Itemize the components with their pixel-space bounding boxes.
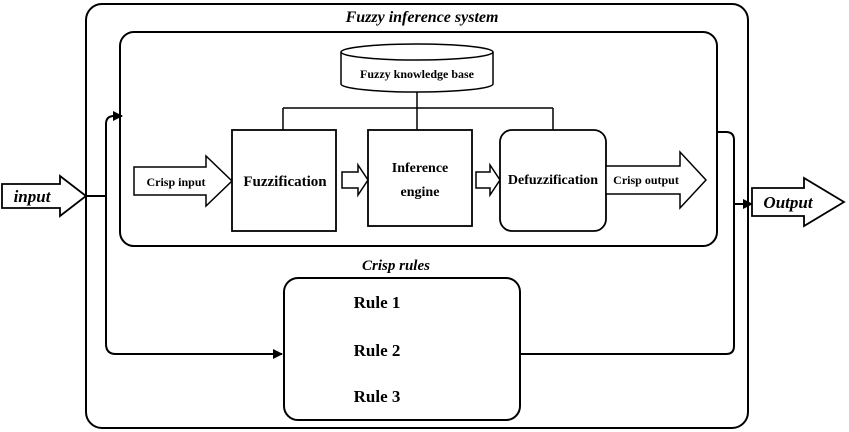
fuzzification-block <box>231 129 337 232</box>
input-arrow <box>1 174 88 218</box>
input-label: input <box>14 187 52 206</box>
output-arrow <box>751 176 846 228</box>
output-label: Output <box>763 193 813 212</box>
rule-item: Rule 1 <box>354 293 401 312</box>
knowledge-base-cylinder <box>340 43 494 93</box>
knowledge-base-label: Fuzzy knowledge base <box>360 67 475 81</box>
knowledge-base-connectors <box>282 92 554 130</box>
defuzzification-label: Defuzzification <box>508 173 598 188</box>
crisp-input-label: Crisp input <box>146 175 205 189</box>
system-title: Fuzzy inference system <box>345 9 499 26</box>
fuzz-to-inference-arrow <box>341 162 369 198</box>
inference-label-line1: Inference <box>392 161 449 176</box>
input-signal-lines <box>84 111 283 359</box>
inference-to-defuzz-arrow <box>475 162 501 198</box>
rule-item: Rule 3 <box>354 387 401 406</box>
fuzzy-system-box <box>119 31 718 247</box>
inference-label-line2: engine <box>401 185 440 200</box>
outer-system-frame <box>85 3 749 429</box>
inference-engine-block <box>367 129 473 227</box>
crisp-output-arrow <box>605 150 708 210</box>
output-signal-lines <box>520 131 753 355</box>
fuzzification-label: Fuzzification <box>243 174 327 190</box>
crisp-output-label: Crisp output <box>613 173 679 187</box>
crisp-rules-box <box>283 277 521 421</box>
rule-item: Rule 2 <box>354 341 401 360</box>
crisp-input-arrow <box>133 154 234 208</box>
crisp-rules-title: Crisp rules <box>362 258 430 274</box>
